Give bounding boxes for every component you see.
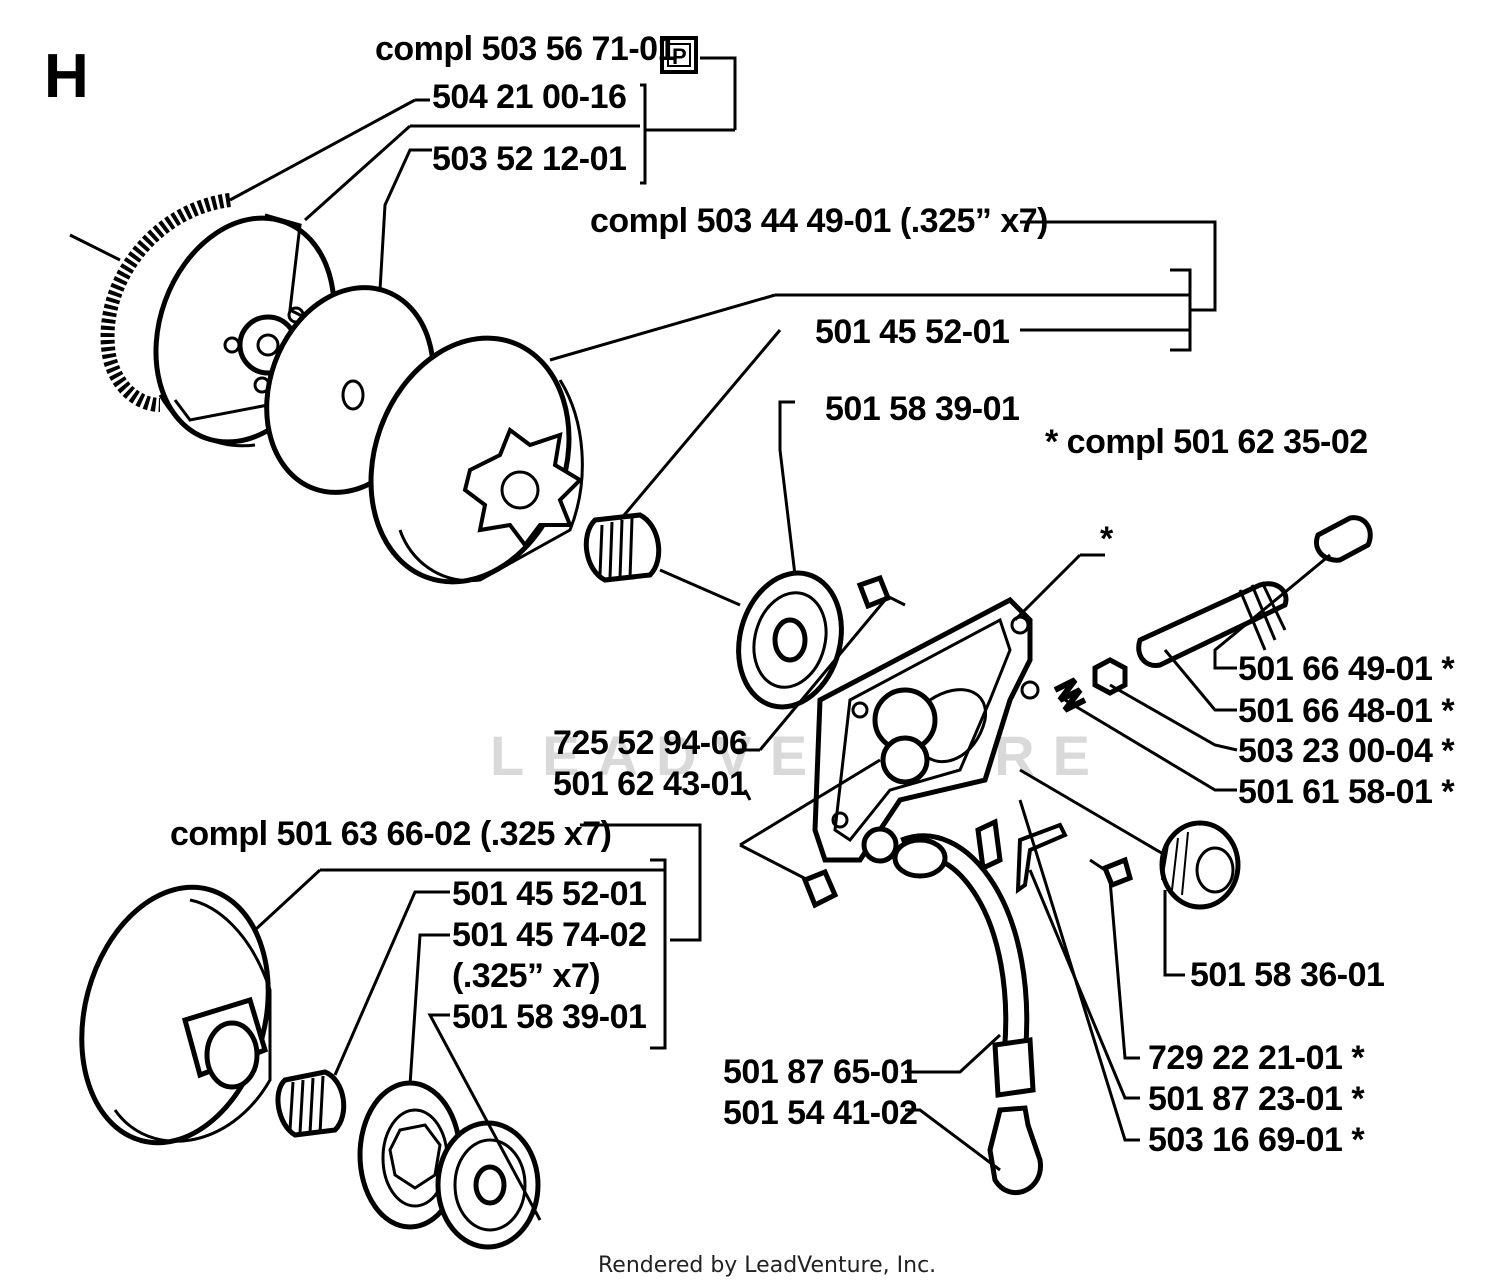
label-501-58-39-01-top: 501 58 39-01 [825,390,1019,428]
label-501-66-48-01: 501 66 48-01 * [1238,692,1455,730]
label-501-45-52-01-top: 501 45 52-01 [815,313,1009,351]
leader-lines [229,56,1331,1221]
pump-screw [856,574,906,610]
label-503-52-12-01: 503 52 12-01 [432,140,626,178]
footer-credit: Rendered by LeadVenture, Inc. [598,1253,936,1278]
label-503-16-69-01: 503 16 69-01 * [1148,1121,1365,1159]
label-compl-503-44-49-01: compl 503 44 49-01 (.325” x7) [590,202,1048,240]
label-compl-501-62-35-02: * compl 501 62 35-02 [1045,423,1368,461]
pump-spring [1053,677,1087,713]
label-star-marker: * [1100,520,1114,558]
label-501-61-58-01: 501 61 58-01 * [1238,773,1455,811]
label-504-21-00-16: 504 21 00-16 [432,78,626,116]
clutch-drum-bottom [79,884,272,1146]
label-501-58-39-01-bottom: 501 58 39-01 [452,998,646,1036]
fitting-small [801,818,1003,909]
needle-bearing-bottom [275,1069,347,1138]
washer-bottom [435,1120,541,1250]
worm-gear [1159,820,1241,910]
p-badge: P [660,36,698,74]
oil-hose [892,833,1036,1098]
plunger-cap [1314,515,1373,563]
label-501-87-65-01: 501 87 65-01 [723,1053,917,1091]
label-501-58-36-01: 501 58 36-01 [1190,956,1384,994]
washer-top [736,570,844,710]
svg-text:P: P [672,44,687,69]
section-letter: H [44,42,89,111]
oil-filter [987,1105,1043,1195]
plunger-shaft [1136,581,1289,668]
label-325-x7: (.325” x7) [452,957,600,995]
label-501-54-41-02: 501 54 41-02 [723,1094,917,1132]
pump-lever [1015,822,1068,895]
needle-bearing-top [583,512,662,583]
pump-nut [1092,657,1128,696]
label-compl-503-56-71-01: compl 503 56 71-01 [375,30,676,68]
label-501-45-52-01-bottom: 501 45 52-01 [452,875,646,913]
rim-sprocket [357,1080,463,1230]
label-501-45-74-02: 501 45 74-02 [452,916,646,954]
clutch-drum-top [368,335,584,585]
label-725-52-94-06: 725 52 94-06 [553,724,747,762]
label-501-62-43-01: 501 62 43-01 [553,765,747,803]
label-501-66-49-01: 501 66 49-01 * [1238,650,1455,688]
label-503-23-00-04: 503 23 00-04 * [1238,732,1455,770]
label-729-22-21-01: 729 22 21-01 * [1148,1039,1365,1077]
label-501-87-23-01: 501 87 23-01 * [1148,1080,1365,1118]
label-compl-501-63-66-02: compl 501 63 66-02 (.325 x7) [170,815,612,853]
adjust-screw [1089,856,1134,889]
